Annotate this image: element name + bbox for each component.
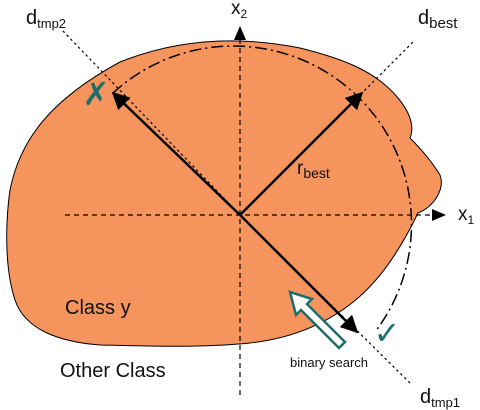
x1-axis-label: x1 [458, 204, 475, 227]
cross-marker: ✗ [83, 75, 110, 113]
d-tmp2-direction-line [61, 29, 241, 216]
binary-search-label: binary search [290, 355, 368, 370]
d-tmp2-label: dtmp2 [26, 7, 66, 31]
r-best-label: rbest [297, 158, 330, 181]
r-best-arrow [239, 91, 364, 216]
d-tmp2-arrow [111, 91, 241, 216]
other-class-label: Other Class [60, 360, 166, 382]
binary-search-arrow [288, 290, 347, 350]
d-best-label: dbest [418, 7, 458, 32]
class-y-region [6, 40, 442, 347]
x2-axis-arrowhead [234, 26, 246, 40]
d-tmp1-label: dtmp1 [420, 386, 460, 410]
x1-axis-arrowhead [432, 209, 446, 221]
r-best-circle-arc [112, 45, 413, 333]
d-tmp1-arrow [239, 214, 359, 334]
class-y-label: Class y [65, 297, 131, 319]
check-marker: ✓ [374, 314, 401, 352]
x2-axis-label: x2 [231, 0, 248, 21]
